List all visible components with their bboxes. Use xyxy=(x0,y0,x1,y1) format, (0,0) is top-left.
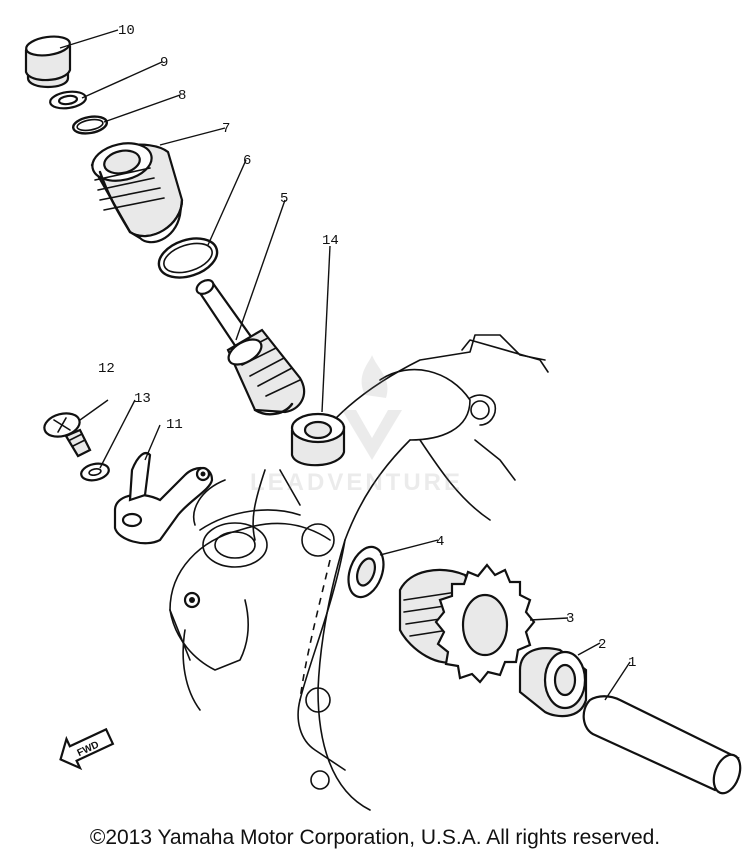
callout-numbers: 1 2 3 4 5 6 7 8 9 10 11 12 13 14 xyxy=(98,23,636,671)
copyright-notice: ©2013 Yamaha Motor Corporation, U.S.A. A… xyxy=(89,826,661,849)
part-14-bushing xyxy=(290,412,346,467)
watermark-text: LEADVENTURE xyxy=(250,469,463,496)
part-10-cap xyxy=(24,35,72,89)
part-7-housing xyxy=(90,142,184,244)
callout-10: 10 xyxy=(118,23,135,39)
part-5-drive-gear xyxy=(195,279,306,416)
callout-5: 5 xyxy=(280,191,288,207)
callout-14: 14 xyxy=(322,233,339,249)
watermark: LEADVENTURE xyxy=(250,355,463,496)
part-9-washer xyxy=(49,90,87,110)
callout-4: 4 xyxy=(436,534,444,550)
callout-8: 8 xyxy=(178,88,186,104)
part-11-stopper-plate xyxy=(113,452,214,545)
fwd-arrow-icon: FWD xyxy=(59,727,115,771)
callout-6: 6 xyxy=(243,153,251,169)
part-6-o-ring xyxy=(157,237,219,279)
callout-2: 2 xyxy=(598,637,606,653)
callout-12: 12 xyxy=(98,361,115,377)
part-12-screw xyxy=(43,412,92,458)
part-3-kick-gear xyxy=(398,563,536,684)
part-8-o-ring xyxy=(72,115,108,135)
part-13-washer xyxy=(80,462,110,482)
part-4-washer xyxy=(347,545,385,599)
part-2-bushing xyxy=(518,647,588,718)
crankcase-outline xyxy=(297,334,549,811)
part-1-kick-axle xyxy=(582,695,742,795)
kick-stopper-casting xyxy=(169,469,331,711)
callout-13: 13 xyxy=(134,391,151,407)
leader-lines xyxy=(59,29,631,701)
callout-11: 11 xyxy=(166,417,183,433)
callout-3: 3 xyxy=(566,611,574,627)
callout-1: 1 xyxy=(628,655,636,671)
callout-9: 9 xyxy=(160,55,168,71)
callout-7: 7 xyxy=(222,121,230,137)
